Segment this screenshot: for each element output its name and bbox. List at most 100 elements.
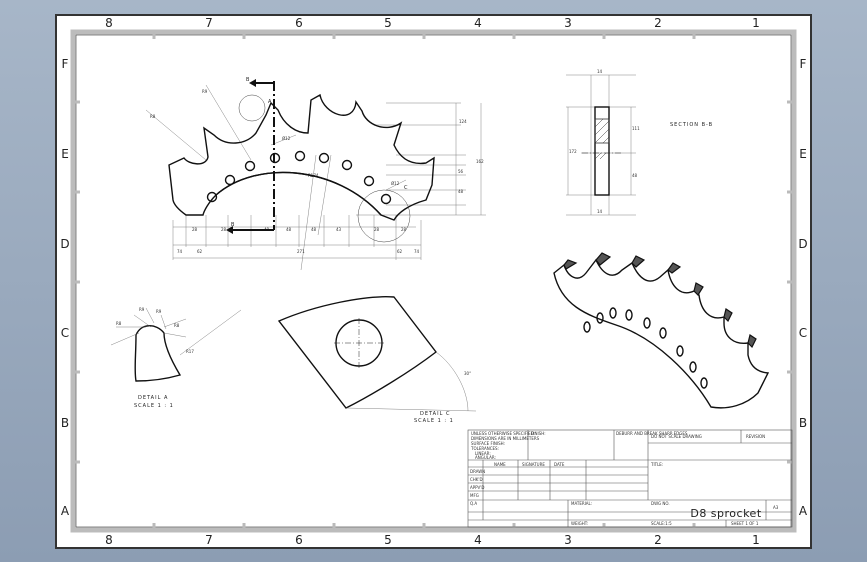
zone-col-bottom-0: 8 <box>105 533 113 547</box>
zone-col-bottom-5: 3 <box>564 533 572 547</box>
zone-col-top-4: 4 <box>474 16 482 30</box>
svg-text:172: 172 <box>569 149 577 154</box>
detail-c-view[interactable]: 30° DETAIL C SCALE 1 : 1 <box>277 296 477 424</box>
svg-text:Ø12: Ø12 <box>282 136 291 141</box>
tb-signature-col: SIGNATURE <box>522 462 545 467</box>
tb-row-drawn: DRAWN <box>470 469 485 474</box>
tb-note-3: TOLERANCES: <box>470 446 499 451</box>
tb-row-qa: Q.A <box>470 501 477 506</box>
detail-a-marker: A <box>268 99 272 105</box>
detail-a-scale: SCALE 1 : 1 <box>134 403 174 409</box>
zone-row-right-3: C <box>799 326 807 340</box>
svg-text:30°: 30° <box>464 371 471 376</box>
zone-labels-bottom: 8 7 6 5 4 3 2 1 <box>105 533 760 547</box>
inner-frame-line <box>75 34 792 528</box>
tb-note-4: LINEAR: <box>475 451 491 456</box>
svg-text:56: 56 <box>458 169 464 174</box>
zone-row-right-5: A <box>799 504 808 518</box>
svg-text:28: 28 <box>192 227 198 232</box>
drawing-canvas: 8 7 6 5 4 3 2 1 8 7 6 5 4 3 2 1 F E D C … <box>56 15 811 548</box>
section-marker-bottom: B <box>231 222 235 228</box>
zone-labels-right: F E D C B A <box>798 57 808 518</box>
zone-row-left-2: D <box>60 237 69 251</box>
outer-frame <box>56 15 811 548</box>
zone-row-left-5: A <box>61 504 70 518</box>
zone-row-left-3: C <box>61 326 69 340</box>
drawing-sheet: 8 7 6 5 4 3 2 1 8 7 6 5 4 3 2 1 F E D C … <box>55 14 812 549</box>
sprocket-outline <box>168 93 435 221</box>
svg-text:14: 14 <box>597 209 603 214</box>
zone-row-left-4: B <box>61 416 69 430</box>
tb-scale: SCALE:1:5 <box>651 521 672 526</box>
svg-text:R8: R8 <box>174 323 180 328</box>
tb-sheet: SHEET 1 OF 1 <box>731 521 759 526</box>
svg-text:48: 48 <box>632 173 638 178</box>
zone-col-top-1: 7 <box>205 16 213 30</box>
zone-ticks <box>73 32 794 530</box>
section-line[interactable]: B B <box>226 77 275 234</box>
sprocket-holes <box>206 150 392 205</box>
svg-text:162: 162 <box>476 159 484 164</box>
zone-col-top-0: 8 <box>105 16 113 30</box>
svg-text:271: 271 <box>297 249 305 254</box>
detail-a-callout-circle[interactable] <box>238 94 266 122</box>
tb-do-not-scale: DO NOT SCALE DRAWING <box>651 434 702 439</box>
inner-frame <box>70 29 797 533</box>
zone-labels-left: F E D C B A <box>60 57 70 518</box>
zone-col-bottom-4: 4 <box>474 533 482 547</box>
detail-c-scale: SCALE 1 : 1 <box>414 418 454 424</box>
svg-text:Ø12: Ø12 <box>391 181 400 186</box>
svg-text:62: 62 <box>197 249 203 254</box>
svg-text:28: 28 <box>374 227 380 232</box>
tb-note-1: DIMENSIONS ARE IN MILLIMETERS <box>471 436 540 441</box>
zone-col-top-2: 6 <box>295 16 303 30</box>
svg-text:48: 48 <box>311 227 317 232</box>
svg-text:74: 74 <box>414 249 420 254</box>
svg-text:R9: R9 <box>202 89 208 94</box>
svg-text:74: 74 <box>177 249 183 254</box>
svg-text:48: 48 <box>458 189 464 194</box>
detail-a-title: DETAIL A <box>138 395 168 401</box>
section-body <box>594 106 610 196</box>
section-hatch <box>594 118 610 160</box>
zone-col-bottom-7: 1 <box>752 533 760 547</box>
svg-text:43: 43 <box>336 227 342 232</box>
tb-title-label: TITLE: <box>650 462 663 467</box>
tb-note-0: UNLESS OTHERWISE SPECIFIED: <box>471 431 535 436</box>
drawing-title: D8 sprocket <box>690 507 761 520</box>
tb-weight: WEIGHT: <box>571 521 588 526</box>
zone-col-top-7: 1 <box>752 16 760 30</box>
zone-row-right-4: B <box>799 416 807 430</box>
detail-c-title: DETAIL C <box>420 411 450 417</box>
zone-col-top-5: 3 <box>564 16 572 30</box>
svg-text:28: 28 <box>221 227 227 232</box>
zone-col-bottom-1: 7 <box>205 533 213 547</box>
tb-sheet-size: A3 <box>773 505 779 510</box>
zone-col-top-6: 2 <box>654 16 662 30</box>
zone-col-bottom-6: 2 <box>654 533 662 547</box>
svg-text:111: 111 <box>632 126 640 131</box>
svg-text:14: 14 <box>597 69 603 74</box>
svg-text:124: 124 <box>459 119 467 124</box>
isometric-view[interactable] <box>553 252 770 409</box>
tb-row-appvd: APPV'D <box>470 485 484 490</box>
title-block[interactable]: UNLESS OTHERWISE SPECIFIED: DIMENSIONS A… <box>467 429 793 528</box>
tb-row-chkd: CHK'D <box>470 477 483 482</box>
tb-revision: REVISION <box>746 434 765 439</box>
tb-finish: FINISH: <box>531 431 546 436</box>
front-view-dimensions <box>145 84 486 271</box>
detail-c-callout-circle[interactable] <box>357 189 411 243</box>
svg-text:R9: R9 <box>156 309 162 314</box>
tb-name-col: NAME <box>494 462 506 467</box>
zone-row-right-2: D <box>798 237 807 251</box>
isometric-holes <box>583 307 708 389</box>
tb-note-5: ANGULAR: <box>475 455 496 460</box>
zone-col-bottom-2: 6 <box>295 533 303 547</box>
zone-col-bottom-3: 5 <box>384 533 392 547</box>
svg-text:48: 48 <box>286 227 292 232</box>
svg-text:R8: R8 <box>150 114 156 119</box>
